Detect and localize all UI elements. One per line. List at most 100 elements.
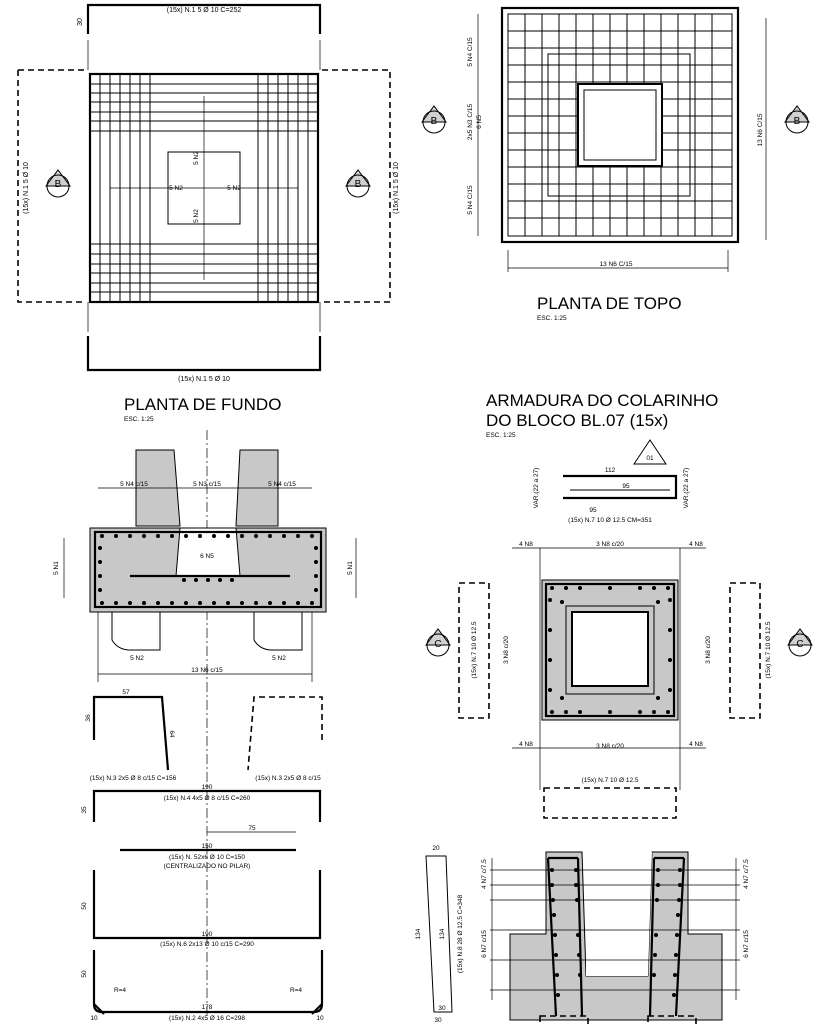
b-n3: 5 N3 c/15 xyxy=(193,481,221,488)
n2-len: 178 xyxy=(202,1004,213,1011)
b-n4-left: 5 N4 c/15 xyxy=(120,481,148,488)
b-n1-left: 5 N1 xyxy=(53,561,60,575)
n1-top-bar xyxy=(86,3,322,34)
n2-r-left: R=4 xyxy=(114,987,126,994)
b-n5: 6 N5 xyxy=(200,553,214,560)
fundo-outline xyxy=(88,72,320,304)
n7-var-right: VAR.(22 a 27) xyxy=(683,468,690,509)
n2-r-right: R=4 xyxy=(290,987,302,994)
n3-left-label: (15x) N.3 2x5 Ø 8 c/15 C=156 xyxy=(90,775,177,782)
n8-left: 3 N8 c/20 xyxy=(503,636,510,664)
topo-marker-b-right[interactable]: B xyxy=(784,105,810,134)
topo-left-top: 5 N4 C/15 xyxy=(467,37,474,67)
n6-h: 50 xyxy=(81,902,88,910)
n6-bar xyxy=(92,870,322,940)
detail-marker-01[interactable]: 01 xyxy=(633,439,667,465)
n3-h: 36 xyxy=(85,714,92,722)
n8-top: 20 xyxy=(432,845,440,852)
n7-bottom: 95 xyxy=(589,507,597,514)
b-n2-left: 5 N2 xyxy=(130,655,144,662)
n5-half: 75 xyxy=(248,825,256,832)
n1-bottom-bar xyxy=(86,336,322,372)
section-b-marker-right[interactable]: B xyxy=(345,169,371,198)
topo-right-label: 13 N6 C/15 xyxy=(757,113,764,146)
n2-bottom-label: 5 N2 xyxy=(193,209,200,223)
n8-bc: 3 N8 c/20 xyxy=(596,743,624,750)
topo-outline xyxy=(500,6,740,244)
colarinho-title-2: DO BLOCO BL.07 (15x) xyxy=(486,411,668,430)
section-b-marker-left[interactable]: B xyxy=(45,169,71,198)
n4-len: 190 xyxy=(202,784,213,791)
n8-br: 4 N8 xyxy=(689,741,703,748)
n8-h: 134 xyxy=(415,928,422,939)
b-n6: 13 N6 c/15 xyxy=(191,667,223,674)
topo-marker-b-left[interactable]: B xyxy=(421,105,447,134)
b-n4-right: 5 N4 c/15 xyxy=(268,481,296,488)
colarinho-title-block: ARMADURA DO COLARINHO DO BLOCO BL.07 (15… xyxy=(486,391,718,465)
n7-bottom-bar xyxy=(543,787,677,819)
n7-side-left xyxy=(458,582,490,719)
topo-bottom-label: 13 N6 C/15 xyxy=(600,261,633,268)
section-c-marker-right[interactable]: C xyxy=(787,628,813,657)
c-n7-left-top: 4 N7 c/7.5 xyxy=(481,859,488,889)
n3-leg: 64 xyxy=(168,730,175,738)
n2-bar xyxy=(92,950,324,1014)
n5-note: (CENTRALIZADO NO PILAR) xyxy=(164,863,251,870)
colarinho-plan: 112 95 95 VAR.(22 a 27) VAR.(22 a 27) (1… xyxy=(425,467,813,819)
n8-bot: 30 xyxy=(438,1005,446,1012)
n2-top-label: 5 N2 xyxy=(193,151,200,165)
n2-right-label: 5 N2 xyxy=(227,185,241,192)
n4-bar xyxy=(92,789,322,822)
n8-tl: 4 N8 xyxy=(519,541,533,548)
n2-end-left: 10 xyxy=(90,1015,98,1022)
colarinho-title-1: ARMADURA DO COLARINHO xyxy=(486,391,718,410)
section-c: 20 134 134 30 30 (15x) N.8 28 Ø 12.5 C=3… xyxy=(415,845,750,1024)
n3-right-bar xyxy=(247,696,323,771)
n7-inner: 95 xyxy=(622,483,630,490)
n7-len: 112 xyxy=(605,467,616,474)
topo-left-bottom: 5 N4 C/15 xyxy=(467,185,474,215)
colarinho-scale: ESC. 1:25 xyxy=(486,432,516,439)
dim-30b: 30 xyxy=(434,1017,442,1024)
n5-label: (15x) N. 52x6 Ø 10 C=150 xyxy=(169,854,245,861)
n7-side-left-label: (15x) N.7 10 Ø 12.5 xyxy=(471,621,478,678)
n8-bar-shape xyxy=(425,855,453,1013)
planta-topo-title: PLANTA DE TOPO xyxy=(537,294,682,313)
svg-text:B: B xyxy=(355,179,362,190)
svg-text:B: B xyxy=(431,116,438,127)
b-n2-right: 5 N2 xyxy=(272,655,286,662)
n8-bar-label: (15x) N.8 28 Ø 12.5 C=348 xyxy=(457,895,464,974)
n2-left-label: 5 N2 xyxy=(169,185,183,192)
n6-label: (15x) N.6 2x13 Ø 10 c/15 C=290 xyxy=(160,941,254,948)
n8-tr: 4 N8 xyxy=(689,541,703,548)
n2-label: (15x) N.2 4x5 Ø 16 C=298 xyxy=(169,1015,245,1022)
bar-schedule: 57 64 36 (15x) N.3 2x5 Ø 8 c/15 C=156 (1… xyxy=(81,689,324,1022)
n5-len: 150 xyxy=(202,843,213,850)
n8-tc: 3 N8 c/20 xyxy=(596,541,624,548)
n8-h2: 134 xyxy=(439,928,446,939)
n7-bottom-label: (15x) N.7 10 Ø 12.5 xyxy=(581,777,638,784)
svg-text:B: B xyxy=(794,116,801,127)
planta-de-topo: 5 N4 C/15 2x5 N3 C/15 6 N5 5 N4 C/15 13 … xyxy=(421,6,810,322)
section-b-b: 5 N4 c/15 5 N3 c/15 5 N4 c/15 6 N5 5 N1 … xyxy=(53,430,357,1020)
n1-bottom-label: (15x) N.1 5 Ø 10 xyxy=(178,376,230,383)
n7-side-right-label: (15x) N.7 10 Ø 12.5 xyxy=(765,621,772,678)
b-n1-right: 5 N1 xyxy=(347,561,354,575)
section-c-marker-left[interactable]: C xyxy=(425,628,451,657)
c-n7-left-mid: 6 N7 c/15 xyxy=(481,930,488,958)
n2-h: 50 xyxy=(81,970,88,978)
planta-fundo-title: PLANTA DE FUNDO xyxy=(124,395,281,414)
n7-bar xyxy=(563,474,678,500)
c-n7-right-top: 4 N7 c/7.5 xyxy=(743,859,750,889)
n4-h: 35 xyxy=(81,806,88,814)
planta-de-fundo: (15x) N.1 5 Ø 10 C=252 30 (15x) N.1 5 Ø … xyxy=(17,3,400,423)
planta-fundo-scale: ESC. 1:25 xyxy=(124,416,154,423)
n3-len: 57 xyxy=(122,689,130,696)
n1-top-label: (15x) N.1 5 Ø 10 C=252 xyxy=(167,7,242,14)
n8-right: 3 N8 c/20 xyxy=(705,636,712,664)
n7-var-left: VAR.(22 a 27) xyxy=(533,468,540,509)
planta-topo-scale: ESC. 1:25 xyxy=(537,315,567,322)
n1-right-label: (15x) N.1 5 Ø 10 xyxy=(393,162,400,214)
n2-end-right: 10 xyxy=(316,1015,324,1022)
